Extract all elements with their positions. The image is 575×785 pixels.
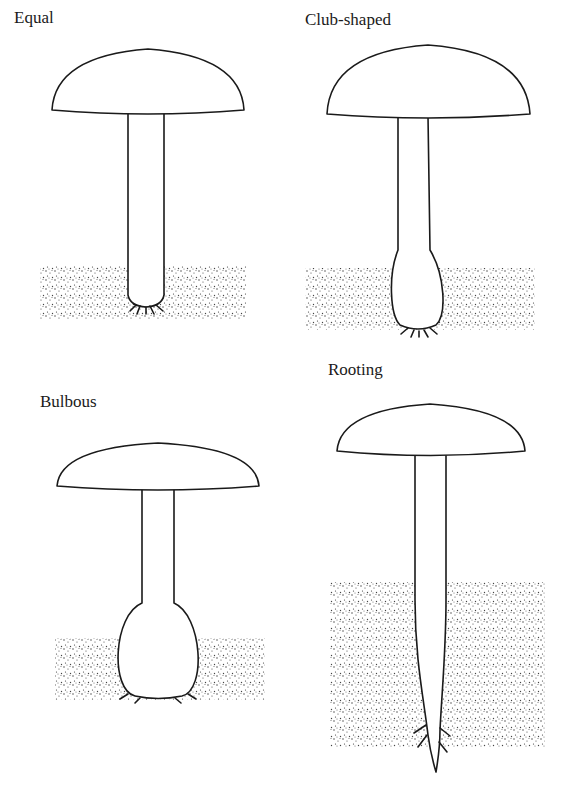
roots: [414, 725, 450, 752]
roots: [401, 328, 437, 337]
stem: [415, 453, 446, 772]
cap: [57, 443, 259, 490]
rooting-mushroom: [330, 404, 545, 772]
equal-mushroom: [40, 49, 246, 320]
cap: [327, 45, 530, 118]
club-mushroom: [305, 45, 535, 337]
cap: [337, 404, 525, 456]
stem: [118, 488, 198, 699]
shape-label: Rooting: [328, 360, 383, 380]
stem: [128, 112, 164, 307]
roots: [130, 305, 163, 314]
roots: [120, 694, 196, 703]
shape-label: Club-shaped: [305, 10, 391, 30]
shape-label: Equal: [14, 8, 54, 28]
shape-label: Bulbous: [40, 392, 97, 412]
bulbous-mushroom: [55, 443, 265, 703]
stem: [391, 116, 443, 329]
cap: [52, 49, 244, 114]
